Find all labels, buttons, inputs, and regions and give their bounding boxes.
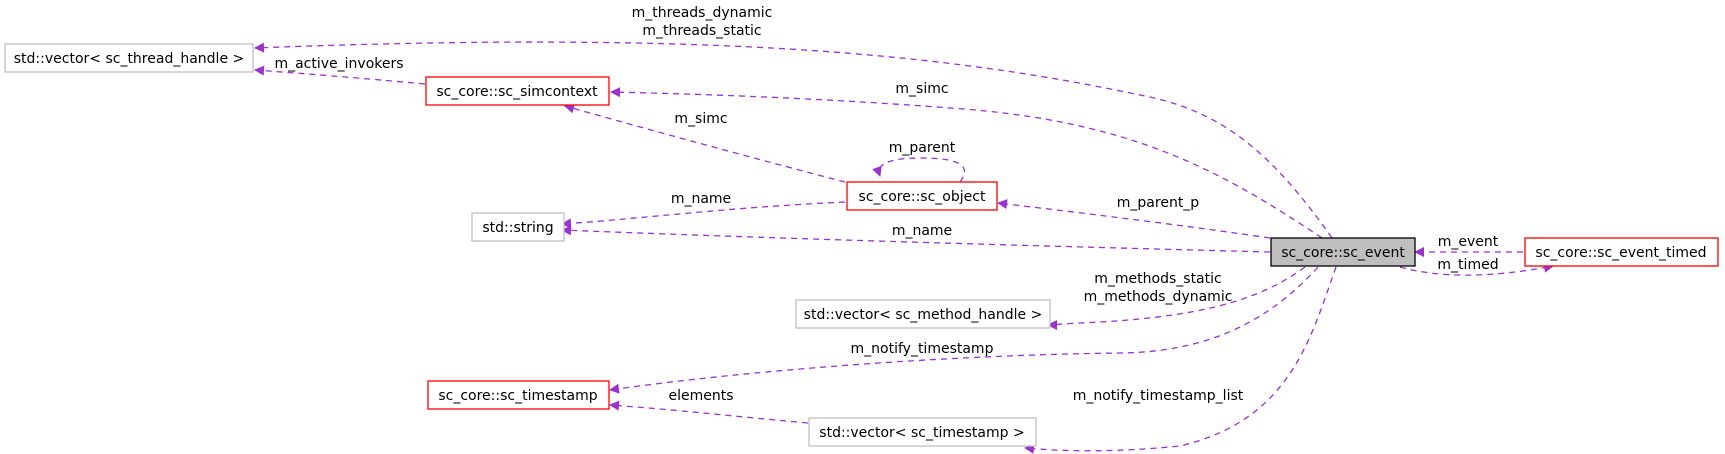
node-timestamp-label: sc_core::sc_timestamp [438, 388, 597, 404]
edge-threads [254, 41, 1333, 239]
edge-simc-event [610, 87, 1323, 239]
edge-label-event: m_event [1438, 234, 1499, 250]
node-simcontext-label: sc_core::sc_simcontext [436, 84, 598, 100]
node-std-string-label: std::string [482, 220, 553, 236]
edge-parent-p [997, 199, 1271, 239]
edge-label-simc-event: m_simc [895, 81, 948, 97]
node-event-timed-label: sc_core::sc_event_timed [1535, 245, 1706, 261]
edge-label-name-event: m_name [892, 223, 952, 239]
edge-label-parent: m_parent [889, 140, 956, 156]
edge-elements [609, 400, 809, 424]
edge-label-active-invokers: m_active_invokers [274, 56, 403, 72]
edge-label-elements: elements [668, 388, 733, 404]
edge-label-notify-timestamp: m_notify_timestamp [851, 341, 994, 357]
nodes: std::vector< sc_thread_handle > sc_core:… [4, 43, 1719, 447]
node-vector-thread-handle[interactable]: std::vector< sc_thread_handle > [4, 43, 254, 73]
edge-label-methods-static: m_methods_static [1094, 271, 1221, 287]
edge-notify-timestamp-list [1024, 266, 1337, 454]
edge-labels: m_threads_dynamic m_threads_static m_act… [274, 5, 1498, 404]
edge-timed [1399, 262, 1554, 276]
node-vector-timestamp-label: std::vector< sc_timestamp > [819, 425, 1024, 441]
edge-parent-self [872, 157, 966, 183]
node-object[interactable]: sc_core::sc_object [846, 181, 998, 211]
edge-name-event [561, 225, 1271, 253]
edge-label-simc-object: m_simc [674, 111, 727, 127]
edge-active-invokers [254, 65, 426, 85]
edge-label-methods-dynamic: m_methods_dynamic [1084, 289, 1233, 305]
edge-label-name-object: m_name [671, 191, 731, 207]
edge-name-object [561, 201, 846, 229]
node-timestamp[interactable]: sc_core::sc_timestamp [427, 380, 610, 410]
edge-label-threads-static: m_threads_static [642, 23, 761, 39]
edge-label-parent-p: m_parent_p [1117, 195, 1200, 211]
node-vector-method-handle[interactable]: std::vector< sc_method_handle > [795, 299, 1051, 329]
node-vector-thread-handle-label: std::vector< sc_thread_handle > [14, 51, 244, 67]
edge-label-timed: m_timed [1437, 257, 1498, 273]
node-event-label: sc_core::sc_event [1281, 245, 1405, 261]
edge-notify-timestamp [609, 266, 1319, 394]
node-simcontext[interactable]: sc_core::sc_simcontext [425, 76, 610, 106]
node-object-label: sc_core::sc_object [859, 189, 986, 205]
node-vector-method-handle-label: std::vector< sc_method_handle > [804, 307, 1043, 323]
node-event[interactable]: sc_core::sc_event [1270, 237, 1416, 267]
edge-label-notify-timestamp-list: m_notify_timestamp_list [1073, 388, 1244, 404]
edge-label-threads-dynamic: m_threads_dynamic [632, 5, 773, 21]
edge-simc-object [564, 103, 846, 183]
node-vector-timestamp[interactable]: std::vector< sc_timestamp > [808, 417, 1037, 447]
node-event-timed[interactable]: sc_core::sc_event_timed [1524, 237, 1719, 267]
node-std-string[interactable]: std::string [471, 212, 565, 242]
edges [254, 41, 1554, 454]
